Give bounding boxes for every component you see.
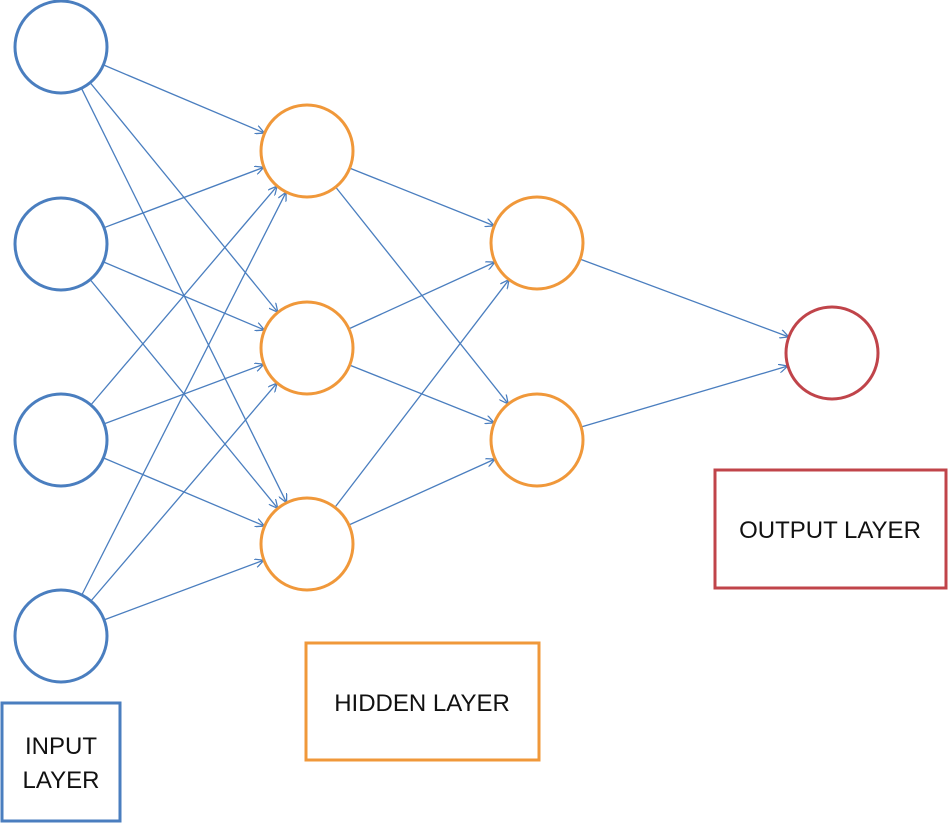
input-node-1 — [13, 0, 109, 95]
output-layer-label-text: OUTPUT LAYER — [739, 517, 921, 544]
input-layer-label: INPUT LAYER — [0, 701, 122, 823]
edge-input-4-to-hidden-1-3 — [103, 561, 263, 621]
hidden-1-node-1 — [259, 103, 355, 199]
edge-input-4-to-hidden-1-1 — [81, 193, 286, 596]
input-layer-label-line1: INPUT — [25, 733, 97, 760]
input-node-2 — [13, 196, 109, 292]
edge-hidden-1-3-to-hidden-2-1 — [334, 280, 509, 508]
edge-hidden-1-1-to-hidden-2-1 — [349, 167, 494, 225]
edge-input-4-to-hidden-1-2 — [90, 384, 277, 602]
edge-input-3-to-hidden-1-1 — [90, 187, 277, 406]
edge-hidden-1-3-to-hidden-2-2 — [348, 459, 494, 526]
connections — [80, 64, 788, 621]
neurons — [13, 0, 880, 684]
output-node-1 — [784, 305, 880, 401]
hidden-1-node-3 — [259, 496, 355, 592]
hidden-layer-label: HIDDEN LAYER — [304, 641, 541, 762]
edge-hidden-2-2-to-output-1 — [580, 366, 787, 428]
output-layer-label: OUTPUT LAYER — [713, 468, 948, 590]
edge-hidden-2-1-to-output-1 — [579, 258, 788, 337]
edge-input-2-to-hidden-1-1 — [103, 168, 263, 229]
edge-hidden-1-2-to-hidden-2-1 — [348, 263, 494, 330]
hidden-layer-box — [304, 641, 541, 762]
hidden-2-node-2 — [489, 392, 585, 488]
input-node-4 — [13, 588, 109, 684]
hidden-1-node-2 — [259, 300, 355, 396]
output-layer-box — [713, 468, 948, 590]
hidden-2-node-1 — [489, 195, 585, 291]
input-node-3 — [13, 392, 109, 488]
input-layer-label-line2: LAYER — [23, 767, 100, 794]
input-layer-box — [0, 701, 122, 823]
edge-input-1-to-hidden-1-1 — [103, 64, 263, 133]
hidden-layer-label-text: HIDDEN LAYER — [334, 690, 510, 717]
